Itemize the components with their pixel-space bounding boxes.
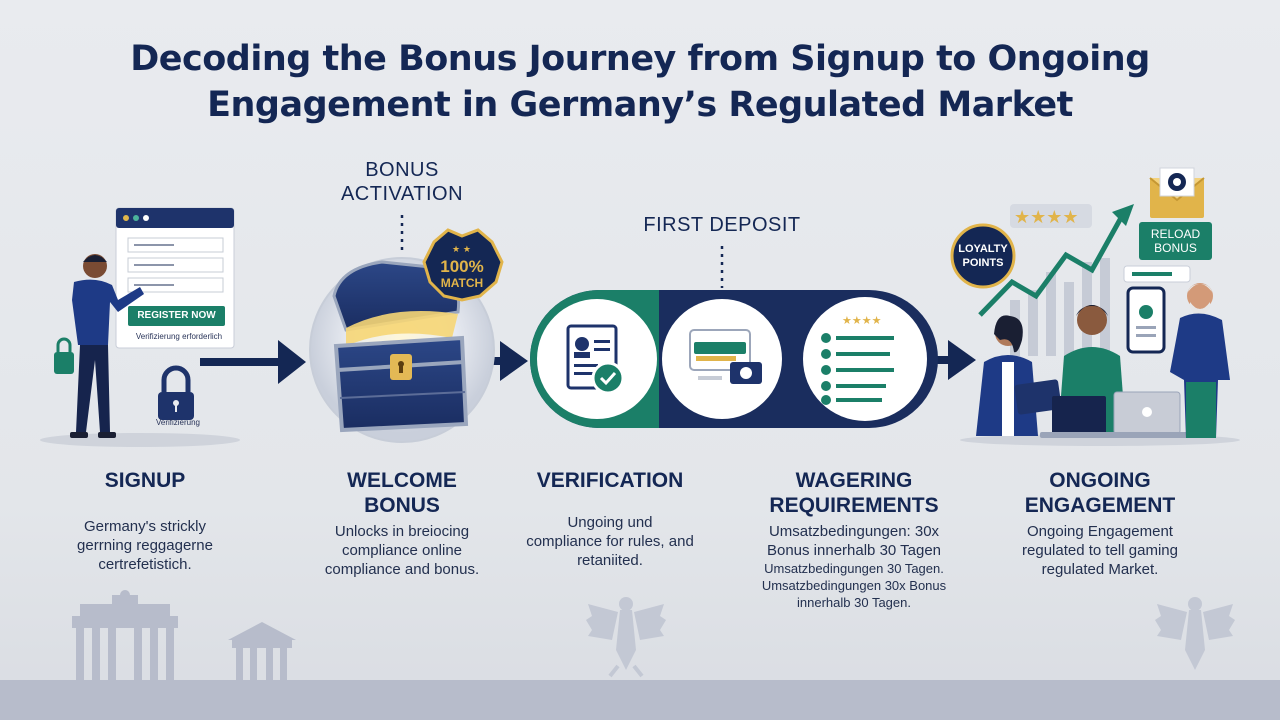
- step-desc-line: Unlocks in breiocing: [334, 523, 470, 540]
- match-badge-text: 100% MATCH: [428, 257, 496, 291]
- step-desc-line: Ungoing und: [567, 514, 653, 531]
- reload-line-2: BONUS: [1154, 241, 1197, 255]
- step-verification: VERIFICATION Ungoing und compliance for …: [506, 468, 714, 570]
- ground-strip: [0, 680, 1280, 720]
- step-desc-line: Germany's strickly: [83, 518, 207, 535]
- document-check-icon: [537, 299, 657, 419]
- loyalty-points-badge: [950, 223, 1016, 289]
- arrow-1: [200, 340, 306, 384]
- treasure-chest-icon: [332, 260, 469, 433]
- eagle-emblem-icon: [586, 597, 666, 678]
- step-desc-small-line: Umsatzbedingungen 30 Tagen.: [764, 561, 944, 576]
- eagle-emblem-right-icon: [1155, 597, 1235, 670]
- svg-text:★★★★: ★★★★: [1014, 207, 1079, 228]
- envelope-icon: [1149, 167, 1205, 218]
- form-verification-note: Verifizierung erforderlich: [135, 332, 223, 341]
- loyalty-line-1: LOYALTY: [958, 243, 1008, 255]
- step-title: WELCOME: [347, 469, 457, 492]
- person-elder-icon: [1170, 283, 1230, 438]
- arrow-3: [925, 340, 976, 380]
- step-welcome-bonus: WELCOME BONUS Unlocks in breiocing compl…: [300, 468, 504, 579]
- person-woman-icon: [976, 315, 1062, 436]
- reload-bonus-badge: [1139, 222, 1212, 260]
- rating-stars-icon: ★★★★: [1010, 204, 1092, 228]
- payment-card-icon: [662, 299, 782, 419]
- person-signup-icon: [54, 254, 144, 438]
- phone-app-icon: [1123, 265, 1191, 354]
- loyalty-line-2: POINTS: [962, 257, 1004, 269]
- step-desc-line: Bonus innerhalb 30 Tagen: [766, 542, 942, 559]
- step-title: SIGNUP: [104, 469, 186, 492]
- laptop-icon: [1040, 391, 1190, 438]
- reload-line-1: RELOAD: [1150, 227, 1201, 241]
- step-signup: SIGNUP Germany's strickly gerrning regga…: [60, 468, 230, 574]
- step-desc-line: regulated to tell gaming: [1022, 542, 1178, 559]
- step-desc-line: compliance online: [341, 542, 463, 559]
- svg-text:★★★★: ★★★★: [842, 314, 882, 327]
- step-title: VERIFICATION: [536, 469, 684, 492]
- svg-text:★ ★: ★ ★: [452, 245, 471, 255]
- step-desc-small-line: Umsatzbedingungen 30x Bonus: [761, 578, 947, 593]
- register-now-button[interactable]: REGISTER NOW: [137, 310, 216, 321]
- title-line-1: Decoding the Bonus Journey from Signup t…: [130, 39, 1150, 79]
- step-desc-line: Umsatzbedingungen: 30x: [768, 523, 940, 540]
- bonus-activation-label: BONUS ACTIVATION: [332, 158, 472, 206]
- step-title: WAGERING: [795, 469, 913, 492]
- step-desc-line: retaniited.: [577, 552, 643, 569]
- step-title-line-2: REQUIREMENTS: [769, 494, 939, 517]
- lock-verification-label: Verifizierung: [155, 418, 201, 427]
- title-line-2: Engagement in Germany’s Regulated Market: [207, 85, 1073, 125]
- brandenburg-gate-icon: [72, 590, 178, 682]
- loyalty-points-text: LOYALTY POINTS: [952, 242, 1014, 270]
- page-title: Decoding the Bonus Journey from Signup t…: [0, 36, 1280, 128]
- bonus-activation-line-1: BONUS: [365, 159, 439, 181]
- arrow-2: [465, 341, 528, 381]
- match-badge-icon: ★ ★: [422, 228, 504, 302]
- register-form-window: [115, 207, 235, 349]
- first-deposit-label: FIRST DEPOSIT: [643, 214, 801, 236]
- step-desc-line: Ongoing Engagement: [1027, 523, 1173, 540]
- checklist-icon: ★★★★: [803, 297, 927, 421]
- step-desc-line: gerrning reggagerne: [77, 537, 213, 554]
- match-badge-word: MATCH: [440, 276, 484, 290]
- reload-bonus-text: RELOAD BONUS: [1139, 227, 1212, 255]
- step-title: ONGOING: [1049, 469, 1151, 492]
- match-badge-percent: 100%: [440, 257, 484, 276]
- padlock-icon: [158, 365, 194, 420]
- step-desc-line: compliance for rules, and: [526, 533, 694, 550]
- growth-arrow-icon: [978, 214, 1125, 317]
- step-desc-small-line: innerhalb 30 Tagen.: [797, 595, 911, 610]
- step-ongoing-engagement: ONGOING ENGAGEMENT Ongoing Engagement re…: [990, 468, 1210, 579]
- step-desc-line: compliance and bonus.: [324, 561, 480, 578]
- step-desc-line: certrefetistich.: [98, 556, 192, 573]
- small-gate-icon: [228, 622, 296, 682]
- signup-floor-shadow: [40, 433, 240, 447]
- step-desc-line: regulated Market.: [1041, 561, 1159, 578]
- step-title-line-2: ENGAGEMENT: [1024, 494, 1176, 517]
- step-title-line-2: BONUS: [364, 494, 440, 517]
- bonus-activation-line-2: ACTIVATION: [340, 183, 464, 205]
- step-wagering-requirements: WAGERING REQUIREMENTS Umsatzbedingungen:…: [744, 468, 964, 611]
